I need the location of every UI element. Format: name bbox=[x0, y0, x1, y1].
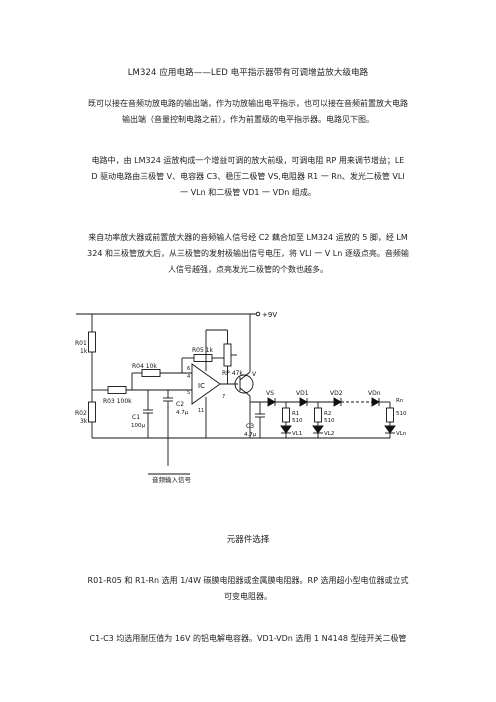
resistor-R2 bbox=[314, 407, 322, 423]
text-line: R01-R05 和 R1-Rn 选用 1/4W 碳膜电阻器或金属膜电阻器。RP … bbox=[87, 576, 409, 585]
diode-VD2 bbox=[333, 397, 342, 407]
label-pin7: 7 bbox=[222, 394, 225, 400]
resistor-R1 bbox=[282, 407, 290, 423]
supply-label: +9V bbox=[262, 311, 277, 319]
diode-VDn bbox=[371, 397, 380, 407]
resistor-R03 bbox=[107, 386, 127, 394]
text-line: C1-C3 均选用耐压值为 16V 的铝电解电容器。VD1-VDn 选用 1 N… bbox=[89, 634, 407, 643]
supply-terminal bbox=[255, 311, 261, 317]
text-line: 可变电阻器。 bbox=[224, 592, 272, 601]
label-V: V bbox=[252, 371, 257, 378]
section-heading: 元器件选择 bbox=[226, 535, 270, 545]
label-R04: R04 10k bbox=[132, 363, 157, 370]
label-R02-value: 3k bbox=[80, 418, 88, 425]
input-signal-label: 音频输入信号 bbox=[152, 475, 192, 484]
resistor-selection-paragraph: R01-R05 和 R1-Rn 选用 1/4W 碳膜电阻器或金属膜电阻器。RP … bbox=[60, 573, 436, 605]
led-VL1 bbox=[280, 425, 292, 434]
capacitor-selection-paragraph: C1-C3 均选用耐压值为 16V 的铝电解电容器。VD1-VDn 选用 1 N… bbox=[60, 631, 436, 647]
label-pin5: 5 bbox=[187, 390, 190, 396]
diode-VD1 bbox=[299, 397, 308, 407]
label-VL1: VL1 bbox=[292, 431, 302, 437]
text-line: 人信号越强，点亮发光二极管的个数也越多。 bbox=[168, 265, 328, 274]
circuit-diagram: +9V R01 1k R02 3k R03 100k C1 100μ C2 4.… bbox=[75, 311, 407, 484]
text-line: 324 和三极管放大后，从三极管的发射极输出信号电压，将 VLl 一 V Ln … bbox=[87, 249, 409, 258]
resistor-R01 bbox=[88, 331, 96, 353]
label-VL2: VL2 bbox=[324, 431, 334, 437]
label-Rn: Rn bbox=[396, 398, 404, 404]
label-R2-value: 510 bbox=[324, 418, 335, 424]
label-pin6: 6 bbox=[187, 366, 190, 372]
label-C1: C1 bbox=[132, 414, 140, 421]
label-R2: R2 bbox=[324, 411, 331, 417]
label-IC: IC bbox=[198, 382, 205, 390]
label-VS: VS bbox=[266, 390, 274, 397]
resistor-R04 bbox=[141, 369, 161, 377]
text-line: 输出端（音量控制电路之前），作为前置级的电平指示器。电路见下图。 bbox=[122, 115, 374, 124]
resistor-R05 bbox=[193, 354, 213, 362]
text-line: 电路中，由 LM324 运放构成一个增益可调的放大前级，可调电阻 RP 用来调节… bbox=[91, 156, 405, 165]
text-line: 既可以接在音频功放电路的输出端，作为功放输出电平指示，也可以接在音频前置放大电路 bbox=[88, 99, 408, 108]
label-C3: C3 bbox=[246, 423, 254, 430]
label-VLn: VLn bbox=[396, 431, 407, 437]
label-C3-value: 4.7μ bbox=[244, 432, 257, 438]
intro-paragraph: 既可以接在音频功放电路的输出端，作为功放输出电平指示，也可以接在音频前置放大电路… bbox=[60, 96, 436, 128]
transistor-V bbox=[234, 374, 254, 394]
label-R01: R01 bbox=[75, 340, 87, 347]
label-R05: R05 1k bbox=[192, 347, 214, 354]
text-line: D 驱动电路由三极管 V、电容器 C3、稳压二极管 VS,电阻器 R1 一 Rn… bbox=[91, 172, 405, 181]
circuit-description-paragraph: 电路中，由 LM324 运放构成一个增益可调的放大前级，可调电阻 RP 用来调节… bbox=[60, 153, 436, 201]
zener-VS bbox=[267, 397, 276, 407]
label-R01-value: 1k bbox=[80, 348, 88, 355]
label-pin11: 11 bbox=[198, 408, 204, 414]
label-R02: R02 bbox=[75, 410, 87, 417]
label-VD2: VD2 bbox=[330, 390, 343, 397]
label-R03: R03 100k bbox=[103, 398, 132, 405]
led-VLn bbox=[384, 425, 396, 434]
signal-path-paragraph: 来自功率放大器或前置放大器的音频输人信号经 C2 藕合加至 LM324 运放的 … bbox=[60, 230, 436, 278]
label-RP: RP 47k bbox=[222, 370, 243, 377]
label-VDn: VDn bbox=[368, 390, 381, 397]
text-line: 一 VLn 和二极管 VD1 一 VDn 组成。 bbox=[180, 188, 316, 197]
potentiometer-RP bbox=[223, 343, 232, 367]
label-C2: C2 bbox=[176, 401, 184, 408]
label-R1: R1 bbox=[292, 411, 299, 417]
opamp-symbol bbox=[191, 363, 221, 405]
led-VL2 bbox=[312, 425, 324, 434]
resistor-R02 bbox=[88, 401, 96, 423]
label-C2-value: 4.7μ bbox=[176, 410, 189, 416]
label-pin4: 4 bbox=[187, 374, 190, 380]
label-Rn-value: 510 bbox=[396, 411, 407, 417]
text-line: 来自功率放大器或前置放大器的音频输人信号经 C2 藕合加至 LM324 运放的 … bbox=[88, 233, 408, 242]
document-title: LM324 应用电路——LED 电平指示器带有可调增益放大级电路 bbox=[127, 68, 369, 78]
label-R1-value: 510 bbox=[292, 418, 303, 424]
label-C1-value: 100μ bbox=[131, 423, 145, 429]
label-VD1: VD1 bbox=[296, 390, 309, 397]
resistor-Rn bbox=[386, 407, 394, 423]
